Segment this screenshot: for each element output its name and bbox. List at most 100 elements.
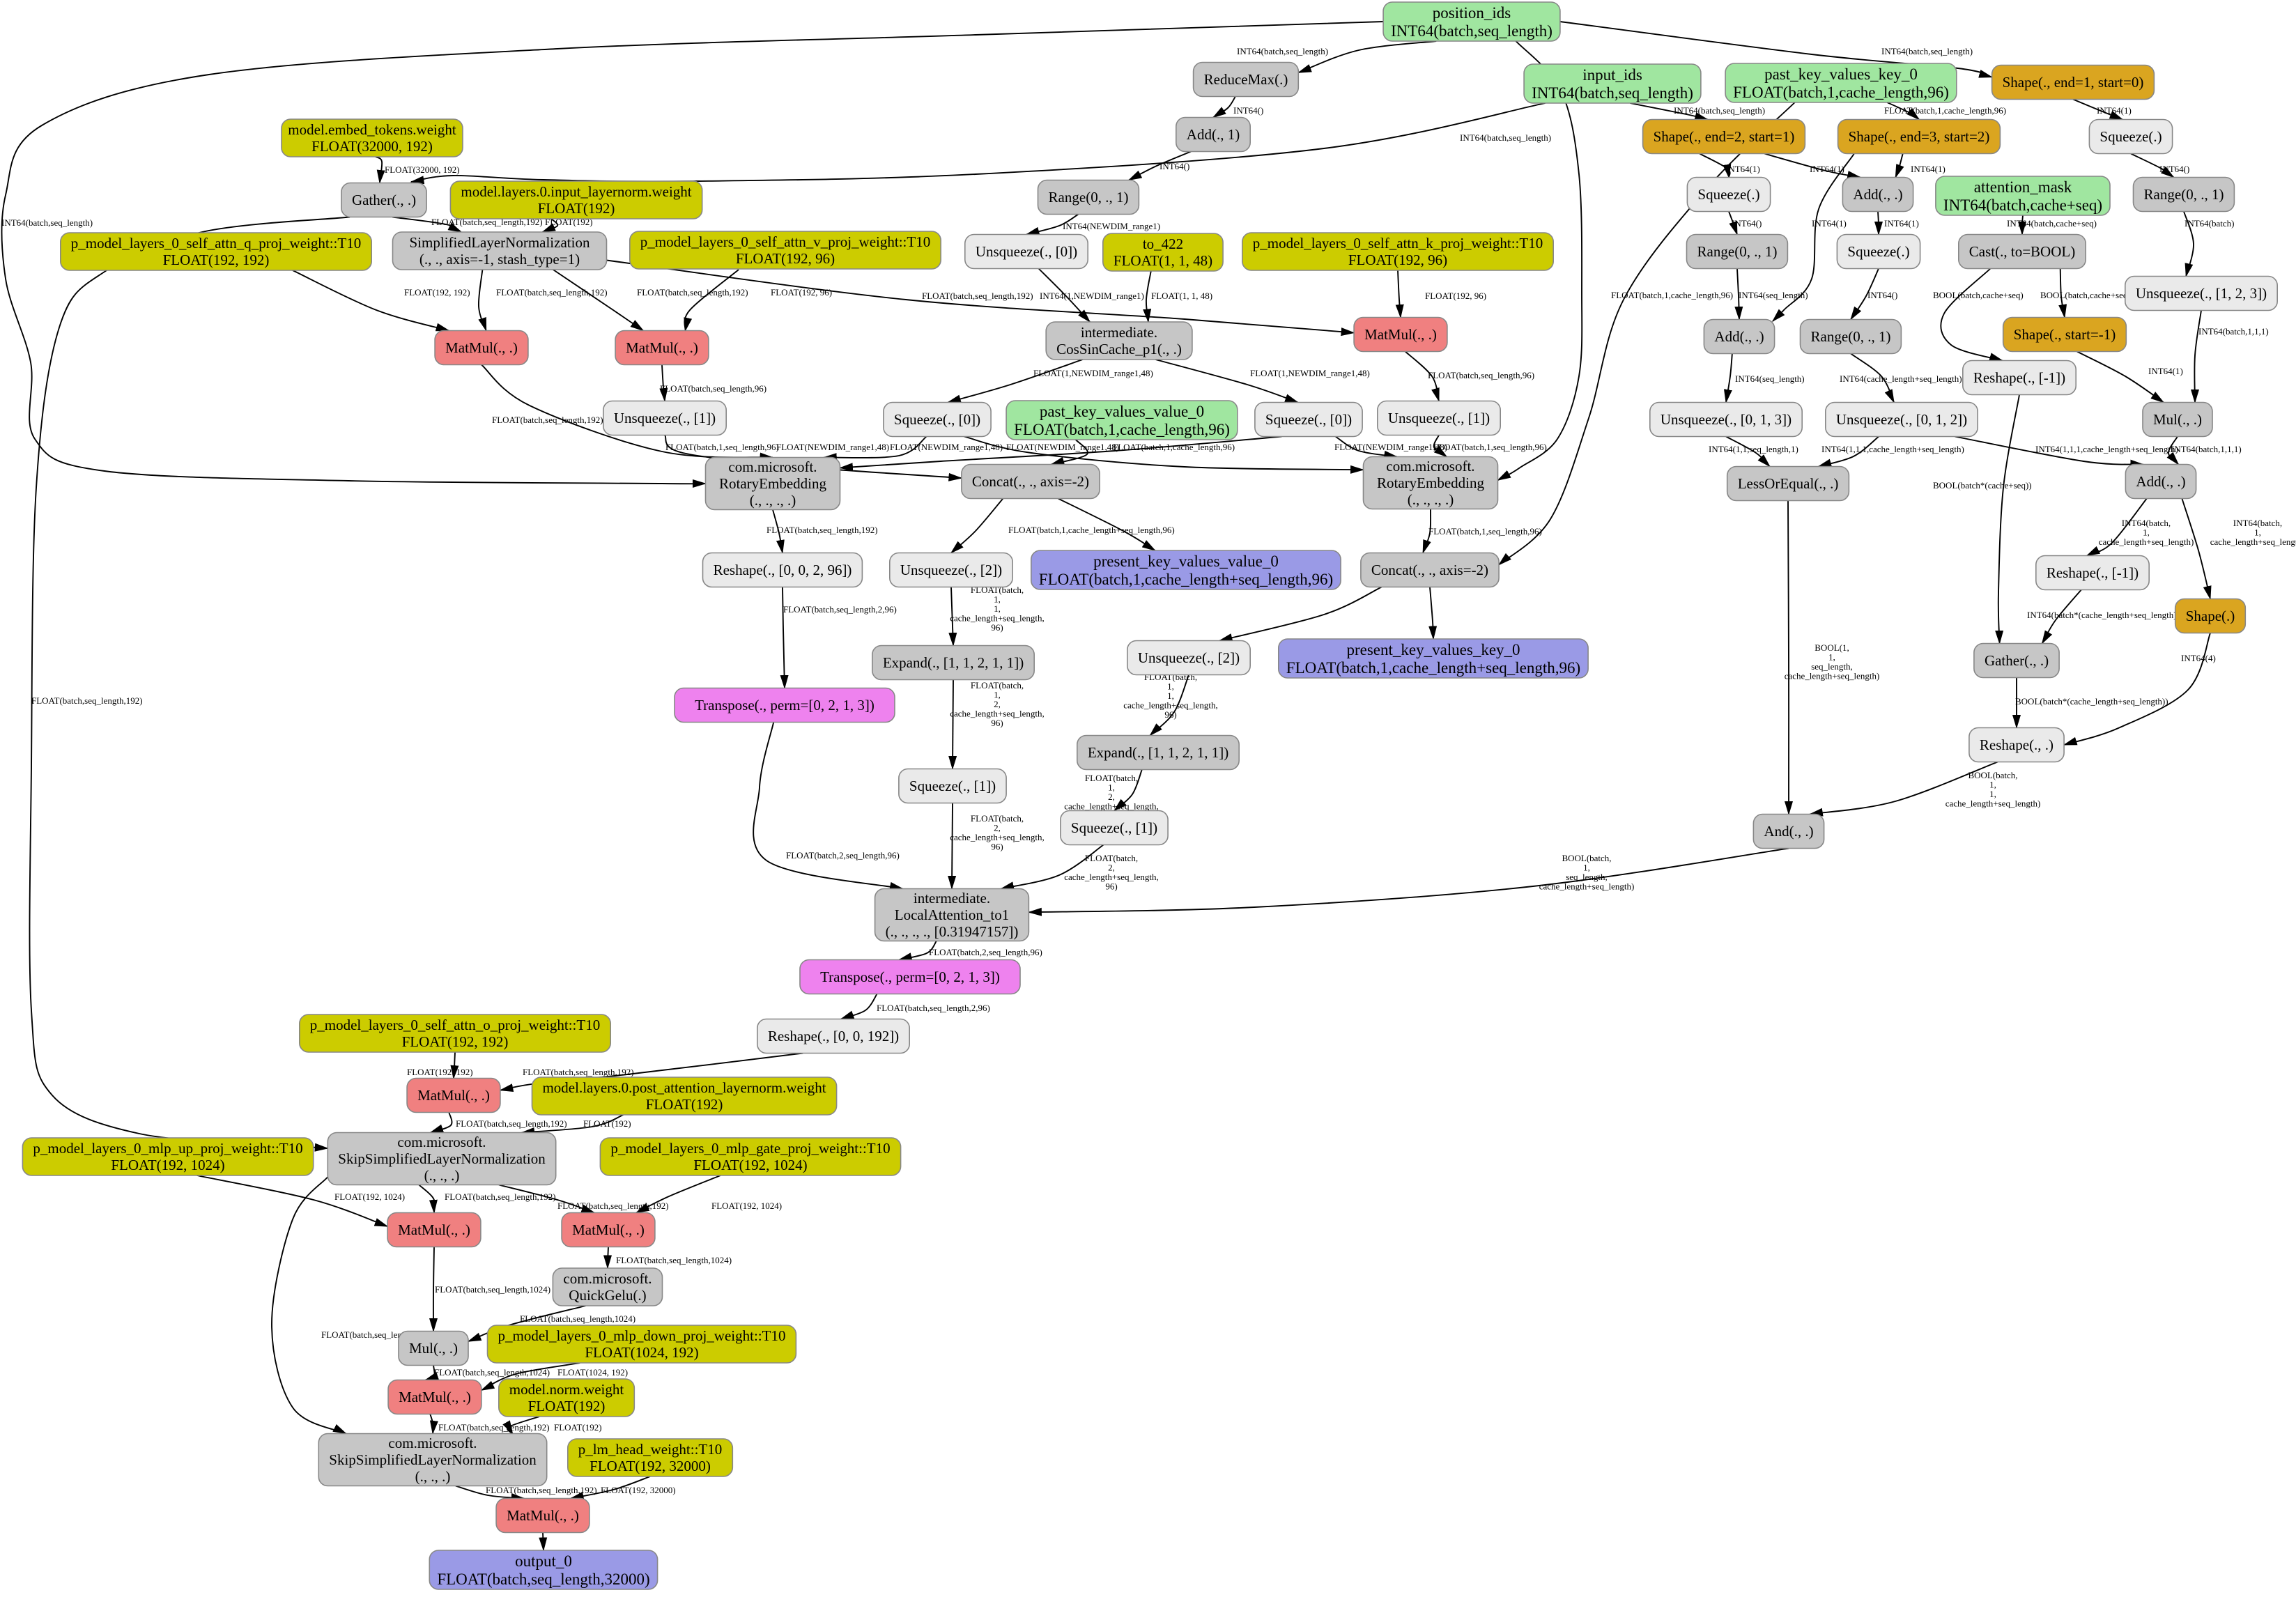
svg-text:FLOAT(192, 192): FLOAT(192, 192) [163, 252, 270, 268]
svg-text:BOOL(1,1,seq_length,cache_leng: BOOL(1,1,seq_length,cache_length+seq_len… [1785, 642, 1880, 681]
svg-text:p_model_layers_0_self_attn_o_p: p_model_layers_0_self_attn_o_proj_weight… [310, 1017, 600, 1033]
svg-text:com.microsoft.: com.microsoft. [397, 1134, 486, 1150]
svg-text:MatMul(., .): MatMul(., .) [399, 1389, 471, 1405]
svg-text:FLOAT(1, 1, 48): FLOAT(1, 1, 48) [1151, 291, 1212, 301]
svg-text:ReduceMax(.): ReduceMax(.) [1204, 71, 1288, 88]
svg-text:INT64(batch,seq_length): INT64(batch,seq_length) [1460, 132, 1551, 143]
svg-text:FLOAT(batch,seq_length,192): FLOAT(batch,seq_length,192) [637, 287, 748, 298]
svg-text:Add(., 1): Add(., 1) [1187, 126, 1240, 143]
svg-text:Shape(., end=2, start=1): Shape(., end=2, start=1) [1654, 128, 1795, 145]
svg-text:INT64(batch*(cache_length+seq_: INT64(batch*(cache_length+seq_length)) [2027, 610, 2180, 620]
svg-text:Reshape(., [0, 0, 2, 96]): Reshape(., [0, 0, 2, 96]) [714, 562, 852, 578]
svg-text:FLOAT(192, 192): FLOAT(192, 192) [404, 287, 470, 298]
svg-text:FLOAT(batch,seq_length,2,96): FLOAT(batch,seq_length,2,96) [877, 1003, 990, 1013]
svg-text:FLOAT(batch,1,cache_length,96): FLOAT(batch,1,cache_length,96) [1733, 84, 1949, 101]
svg-text:FLOAT(32000, 192): FLOAT(32000, 192) [385, 164, 460, 175]
svg-text:INT64(1): INT64(1) [1884, 218, 1919, 229]
svg-text:INT64(): INT64() [1867, 290, 1897, 300]
svg-text:p_model_layers_0_self_attn_q_p: p_model_layers_0_self_attn_q_proj_weight… [71, 235, 361, 252]
svg-text:intermediate.: intermediate. [1081, 324, 1157, 341]
svg-text:LessOrEqual(., .): LessOrEqual(., .) [1738, 475, 1839, 492]
svg-text:past_key_values_value_0: past_key_values_value_0 [1040, 403, 1204, 420]
svg-text:MatMul(., .): MatMul(., .) [626, 339, 698, 356]
svg-text:INT64(batch,seq_length): INT64(batch,seq_length) [1237, 46, 1328, 56]
svg-text:INT64(): INT64() [1233, 105, 1263, 116]
svg-text:FLOAT(192, 1024): FLOAT(192, 1024) [693, 1157, 807, 1173]
svg-text:(., ., ., .): (., ., ., .) [750, 492, 796, 509]
svg-text:INT64(): INT64() [1732, 218, 1762, 229]
svg-text:Reshape(., [0, 0, 192]): Reshape(., [0, 0, 192]) [768, 1028, 899, 1044]
svg-text:past_key_values_key_0: past_key_values_key_0 [1764, 65, 1918, 83]
svg-text:INT64(1): INT64(1) [1812, 218, 1847, 229]
svg-text:Squeeze(.): Squeeze(.) [1847, 243, 1909, 260]
svg-text:FLOAT(batch,1,seq_length,96): FLOAT(batch,1,seq_length,96) [1428, 526, 1542, 537]
svg-text:INT64(batch,seq_length): INT64(batch,seq_length) [1, 217, 93, 228]
svg-text:Concat(., ., axis=-2): Concat(., ., axis=-2) [972, 473, 1089, 490]
svg-text:FLOAT(batch,seq_length,192): FLOAT(batch,seq_length,192) [438, 1422, 550, 1433]
svg-text:FLOAT(192, 1024): FLOAT(192, 1024) [334, 1191, 405, 1202]
svg-text:FLOAT(batch,seq_length,96): FLOAT(batch,seq_length,96) [1428, 370, 1534, 380]
svg-text:FLOAT(batch,1,1,cache_length+s: FLOAT(batch,1,1,cache_length+seq_length,… [950, 585, 1044, 633]
svg-text:INT64(batch,1,cache_length+seq: INT64(batch,1,cache_length+seq_length) [2099, 518, 2194, 547]
svg-text:FLOAT(1, 1, 48): FLOAT(1, 1, 48) [1114, 252, 1212, 269]
svg-text:SimplifiedLayerNormalization: SimplifiedLayerNormalization [410, 234, 590, 251]
svg-text:INT64(4): INT64(4) [2181, 653, 2216, 663]
svg-text:FLOAT(192, 192): FLOAT(192, 192) [402, 1033, 509, 1050]
svg-text:Transpose(., perm=[0, 2, 1, 3]: Transpose(., perm=[0, 2, 1, 3]) [695, 697, 875, 713]
svg-text:FLOAT(192, 96): FLOAT(192, 96) [1425, 291, 1486, 301]
svg-text:input_ids: input_ids [1582, 66, 1642, 84]
svg-text:FLOAT(batch,seq_length,1024): FLOAT(batch,seq_length,1024) [520, 1313, 635, 1324]
svg-text:(., ., axis=-1, stash_type=1): (., ., axis=-1, stash_type=1) [419, 251, 580, 268]
svg-text:Expand(., [1, 1, 2, 1, 1]): Expand(., [1, 1, 2, 1, 1]) [1088, 744, 1228, 761]
svg-text:FLOAT(192, 192): FLOAT(192, 192) [407, 1067, 473, 1077]
svg-text:FLOAT(batch,seq_length,1024): FLOAT(batch,seq_length,1024) [616, 1255, 732, 1265]
svg-text:FLOAT(batch,seq_length,1024): FLOAT(batch,seq_length,1024) [435, 1284, 550, 1295]
svg-text:INT64(batch,cache+seq): INT64(batch,cache+seq) [1943, 196, 2102, 214]
svg-text:p_model_layers_0_mlp_gate_proj: p_model_layers_0_mlp_gate_proj_weight::T… [610, 1140, 890, 1157]
svg-text:CosSinCache_p1(., .): CosSinCache_p1(., .) [1056, 341, 1182, 357]
svg-text:Expand(., [1, 1, 2, 1, 1]): Expand(., [1, 1, 2, 1, 1]) [883, 654, 1024, 671]
svg-text:Reshape(., [-1]): Reshape(., [-1]) [1973, 369, 2065, 386]
svg-text:FLOAT(192, 1024): FLOAT(192, 1024) [711, 1201, 782, 1211]
svg-text:FLOAT(batch,1,cache_length+seq: FLOAT(batch,1,cache_length+seq_length,96… [1286, 659, 1580, 677]
svg-text:BOOL(batch*(cache_length+seq_l: BOOL(batch*(cache_length+seq_length)) [2015, 696, 2168, 707]
svg-text:FLOAT(batch,2,seq_length,96): FLOAT(batch,2,seq_length,96) [929, 947, 1042, 957]
svg-text:Range(0, ., 1): Range(0, ., 1) [1697, 243, 1778, 260]
svg-text:FLOAT(batch,seq_length,2,96): FLOAT(batch,seq_length,2,96) [783, 604, 897, 615]
svg-text:Mul(., .): Mul(., .) [2153, 411, 2202, 428]
svg-text:position_ids: position_ids [1433, 4, 1511, 22]
svg-text:FLOAT(192, 96): FLOAT(192, 96) [1348, 252, 1447, 268]
svg-text:FLOAT(batch,seq_length,96): FLOAT(batch,seq_length,96) [660, 383, 766, 394]
svg-text:com.microsoft.: com.microsoft. [388, 1435, 477, 1451]
svg-text:Concat(., ., axis=-2): Concat(., ., axis=-2) [1371, 562, 1488, 578]
svg-text:FLOAT(batch,2,cache_length+seq: FLOAT(batch,2,cache_length+seq_length,96… [1064, 853, 1158, 892]
svg-text:Unsqueeze(., [1, 2, 3]): Unsqueeze(., [1, 2, 3]) [2136, 285, 2267, 302]
svg-text:Unsqueeze(., [0, 1, 3]): Unsqueeze(., [0, 1, 3]) [1661, 411, 1792, 428]
svg-text:INT64(batch,1,1,1): INT64(batch,1,1,1) [2198, 326, 2269, 337]
svg-text:Add(., .): Add(., .) [1714, 328, 1764, 345]
svg-text:FLOAT(1024, 192): FLOAT(1024, 192) [557, 1367, 628, 1378]
svg-text:INT64(batch,1,cache_length+seq: INT64(batch,1,cache_length+seq_length) [2210, 518, 2296, 547]
svg-text:FLOAT(192, 96): FLOAT(192, 96) [736, 250, 835, 267]
svg-text:FLOAT(NEWDIM_range1,48): FLOAT(NEWDIM_range1,48) [890, 442, 1003, 452]
svg-text:INT64(NEWDIM_range1): INT64(NEWDIM_range1) [1063, 221, 1160, 231]
svg-text:INT64(batch,seq_length): INT64(batch,seq_length) [1881, 46, 1973, 56]
svg-text:Squeeze(., [1]): Squeeze(., [1]) [909, 778, 996, 794]
svg-text:FLOAT(batch,2,seq_length,96): FLOAT(batch,2,seq_length,96) [786, 850, 900, 861]
svg-text:FLOAT(192): FLOAT(192) [528, 1398, 606, 1414]
svg-text:FLOAT(batch,seq_length,192): FLOAT(batch,seq_length,192) [922, 291, 1033, 301]
svg-text:SkipSimplifiedLayerNormalizati: SkipSimplifiedLayerNormalization [329, 1451, 537, 1468]
svg-text:INT64(): INT64() [2159, 164, 2189, 174]
svg-text:INT64(batch): INT64(batch) [2185, 218, 2234, 229]
svg-text:Gather(., .): Gather(., .) [1985, 652, 2049, 669]
svg-text:INT64(1): INT64(1) [1911, 164, 1946, 174]
svg-text:FLOAT(batch,1,cache_length,96): FLOAT(batch,1,cache_length,96) [1113, 442, 1235, 452]
svg-text:Reshape(., .): Reshape(., .) [1980, 736, 2054, 753]
svg-text:Gather(., .): Gather(., .) [352, 192, 416, 208]
svg-text:INT64(seq_length): INT64(seq_length) [1739, 290, 1808, 300]
svg-text:FLOAT(batch,seq_length,192): FLOAT(batch,seq_length,192) [486, 1485, 597, 1495]
svg-text:FLOAT(192): FLOAT(192) [554, 1422, 602, 1433]
svg-text:Add(., .): Add(., .) [1853, 186, 1902, 203]
svg-text:(., ., ., ., [0.31947157]): (., ., ., ., [0.31947157]) [886, 923, 1019, 940]
svg-text:FLOAT(192): FLOAT(192) [538, 200, 615, 217]
